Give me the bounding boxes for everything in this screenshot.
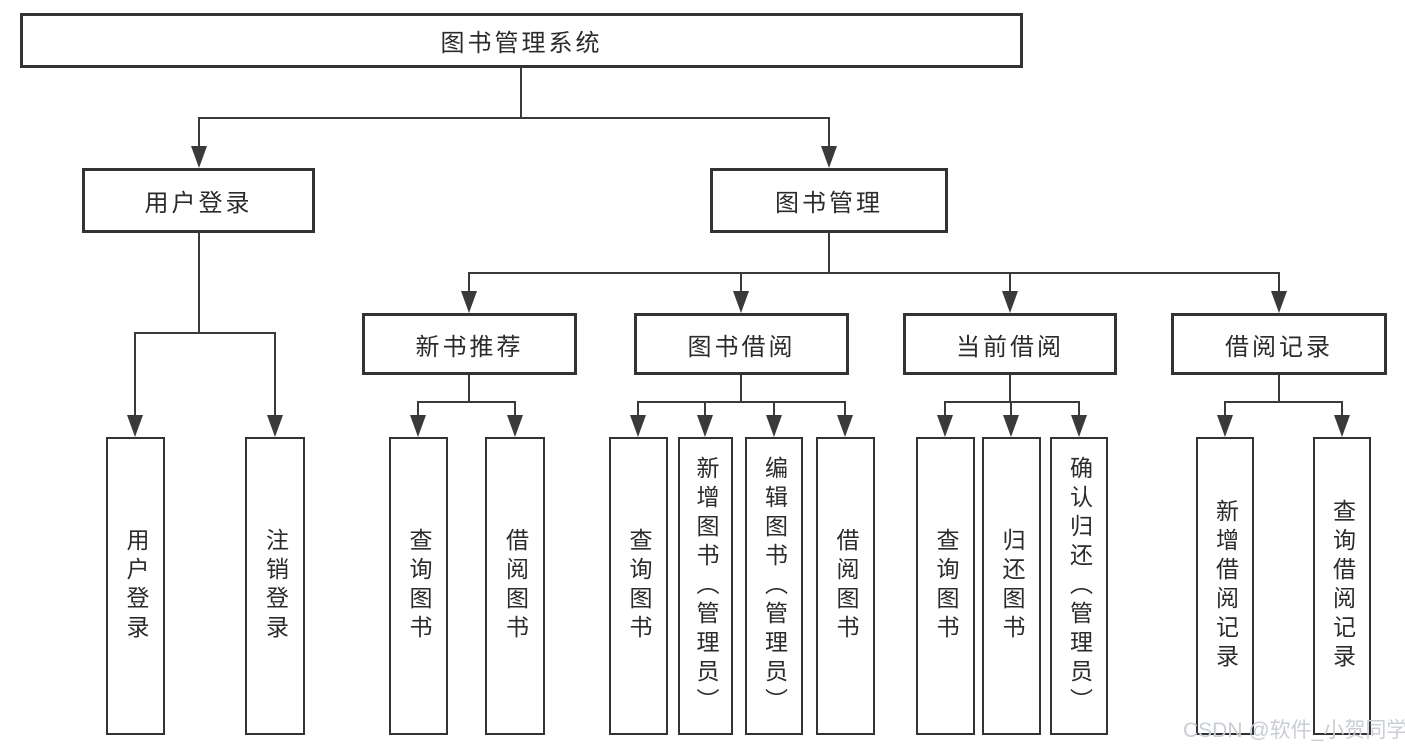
arrow-down-icon <box>937 415 953 437</box>
leaf-query-books: 查询图书 <box>916 437 975 735</box>
node-label: 图书管理 <box>775 190 883 217</box>
connector-line <box>514 403 516 416</box>
node-label: 用户登录 <box>144 190 253 217</box>
node-label: 查询图书 <box>406 528 432 644</box>
leaf-query-borrow-record: 查询借阅记录 <box>1313 437 1371 735</box>
connector-line <box>468 274 470 293</box>
arrow-down-icon <box>733 291 749 313</box>
node-label: 图书管理系统 <box>440 30 603 57</box>
arrow-down-icon <box>630 415 646 437</box>
connector-line <box>637 401 846 403</box>
arrow-down-icon <box>766 415 782 437</box>
node-label: 查询图书 <box>933 528 959 644</box>
connector-line <box>134 334 136 415</box>
node-label: 注销登录 <box>262 528 289 644</box>
leaf-return-books: 归还图书 <box>982 437 1041 735</box>
connector-line <box>468 375 470 402</box>
node-label: 编辑图书（管理员） <box>761 455 788 717</box>
arrow-down-icon <box>1334 415 1350 437</box>
leaf-confirm-return-admin: 确认归还（管理员） <box>1050 437 1108 735</box>
connector-line <box>944 401 1080 403</box>
leaf-borrow-books: 借阅图书 <box>485 437 545 735</box>
connector-line <box>274 334 276 415</box>
csdn-watermark: CSDN @软件_小贺同学 <box>1183 719 1405 742</box>
connector-line <box>1278 375 1280 402</box>
leaf-add-books-admin: 新增图书（管理员） <box>678 437 733 735</box>
node-label: 新增图书（管理员） <box>693 455 719 717</box>
connector-line <box>1224 401 1343 403</box>
node-borrow-records: 借阅记录 <box>1171 313 1387 375</box>
node-label: 新增借阅记录 <box>1212 499 1239 673</box>
connector-line <box>134 332 276 334</box>
node-new-book-recommend: 新书推荐 <box>362 313 577 375</box>
arrow-down-icon <box>1002 291 1018 313</box>
arrow-down-icon <box>1003 415 1019 437</box>
connector-line <box>740 375 742 402</box>
connector-line <box>1010 403 1012 416</box>
node-label: 查询图书 <box>626 528 652 644</box>
node-label: 新书推荐 <box>415 333 524 361</box>
connector-line <box>828 119 830 148</box>
node-label: 当前借阅 <box>956 333 1064 361</box>
arrow-down-icon <box>267 415 283 437</box>
connector-line <box>844 403 846 416</box>
node-book-borrow: 图书借阅 <box>634 313 849 375</box>
connector-line <box>468 272 1280 274</box>
leaf-borrow-books: 借阅图书 <box>816 437 875 735</box>
connector-line <box>198 117 830 119</box>
leaf-query-books: 查询图书 <box>389 437 448 735</box>
arrow-down-icon <box>821 146 837 168</box>
node-label: 查询借阅记录 <box>1329 499 1356 673</box>
arrow-down-icon <box>191 146 207 168</box>
connector-line <box>704 403 706 416</box>
leaf-query-books: 查询图书 <box>609 437 668 735</box>
leaf-add-borrow-record: 新增借阅记录 <box>1196 437 1254 735</box>
arrow-down-icon <box>127 415 143 437</box>
arrow-down-icon <box>837 415 853 437</box>
connector-line <box>828 233 830 273</box>
leaf-user-login: 用户登录 <box>106 437 165 735</box>
node-label: 归还图书 <box>999 528 1025 644</box>
connector-line <box>1278 274 1280 293</box>
node-library-management-system: 图书管理系统 <box>20 13 1023 68</box>
node-current-borrow: 当前借阅 <box>903 313 1117 375</box>
connector-line <box>740 274 742 293</box>
connector-line <box>1224 403 1226 416</box>
leaf-edit-books-admin: 编辑图书（管理员） <box>745 437 803 735</box>
connector-line <box>773 403 775 416</box>
arrow-down-icon <box>507 415 523 437</box>
arrow-down-icon <box>410 415 426 437</box>
connector-line <box>198 233 200 333</box>
connector-line <box>417 403 419 416</box>
connector-line <box>1009 375 1011 402</box>
connector-line <box>417 401 516 403</box>
connector-line <box>1341 403 1343 416</box>
node-label: 借阅图书 <box>502 528 529 644</box>
node-user-login: 用户登录 <box>82 168 315 233</box>
connector-line <box>1009 274 1011 293</box>
node-book-management: 图书管理 <box>710 168 948 233</box>
arrow-down-icon <box>1271 291 1287 313</box>
arrow-down-icon <box>1071 415 1087 437</box>
connector-line <box>198 119 200 148</box>
node-label: 借阅图书 <box>833 528 859 644</box>
arrow-down-icon <box>461 291 477 313</box>
node-label: 用户登录 <box>123 528 149 644</box>
arrow-down-icon <box>1217 415 1233 437</box>
node-label: 借阅记录 <box>1225 333 1333 361</box>
node-label: 图书借阅 <box>687 333 796 361</box>
node-label: 确认归还（管理员） <box>1066 455 1093 717</box>
connector-line <box>637 403 639 416</box>
connector-line <box>944 403 946 416</box>
leaf-logout: 注销登录 <box>245 437 305 735</box>
connector-line <box>1078 403 1080 416</box>
connector-line <box>520 68 522 119</box>
arrow-down-icon <box>697 415 713 437</box>
